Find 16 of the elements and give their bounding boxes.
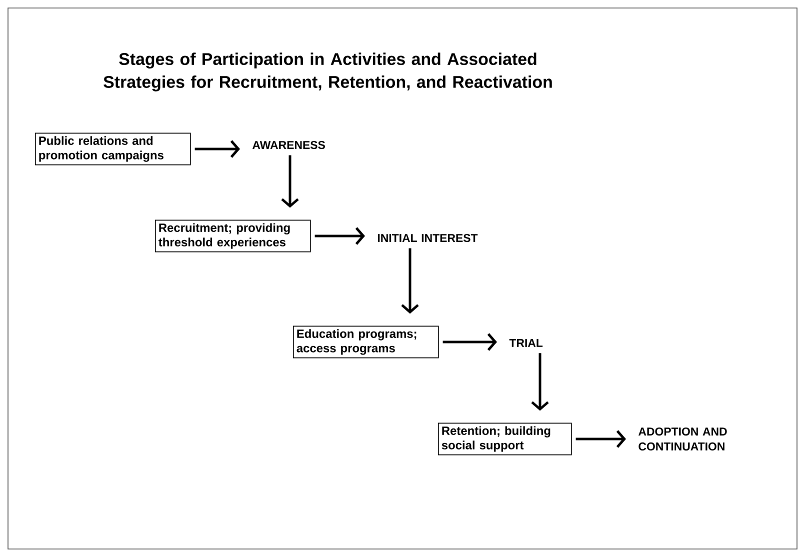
stage-label: TRIAL (509, 339, 543, 347)
arrow (401, 248, 419, 314)
arrow (281, 155, 299, 208)
strategy-box: Retention; building social support (438, 422, 572, 456)
title: Stages of Participation in Activities and Associated Strategies for Recruitment, Retention, and Reactivation (104, 52, 552, 92)
stage-label: INITIAL INTEREST (378, 234, 478, 242)
stage-label: ADOPTION AND CONTINUATION (638, 427, 727, 451)
strategy-box: Recruitment; providing threshold experiences (155, 220, 311, 252)
arrow (531, 353, 549, 411)
stage-label: AWARENESS (252, 140, 325, 150)
strategy-box: Education programs; access programs (293, 326, 439, 358)
arrow (314, 227, 365, 245)
arrow (442, 333, 497, 351)
arrow (194, 140, 240, 158)
arrow (576, 430, 626, 448)
strategy-box: Public relations and promotion campaigns (35, 132, 191, 166)
